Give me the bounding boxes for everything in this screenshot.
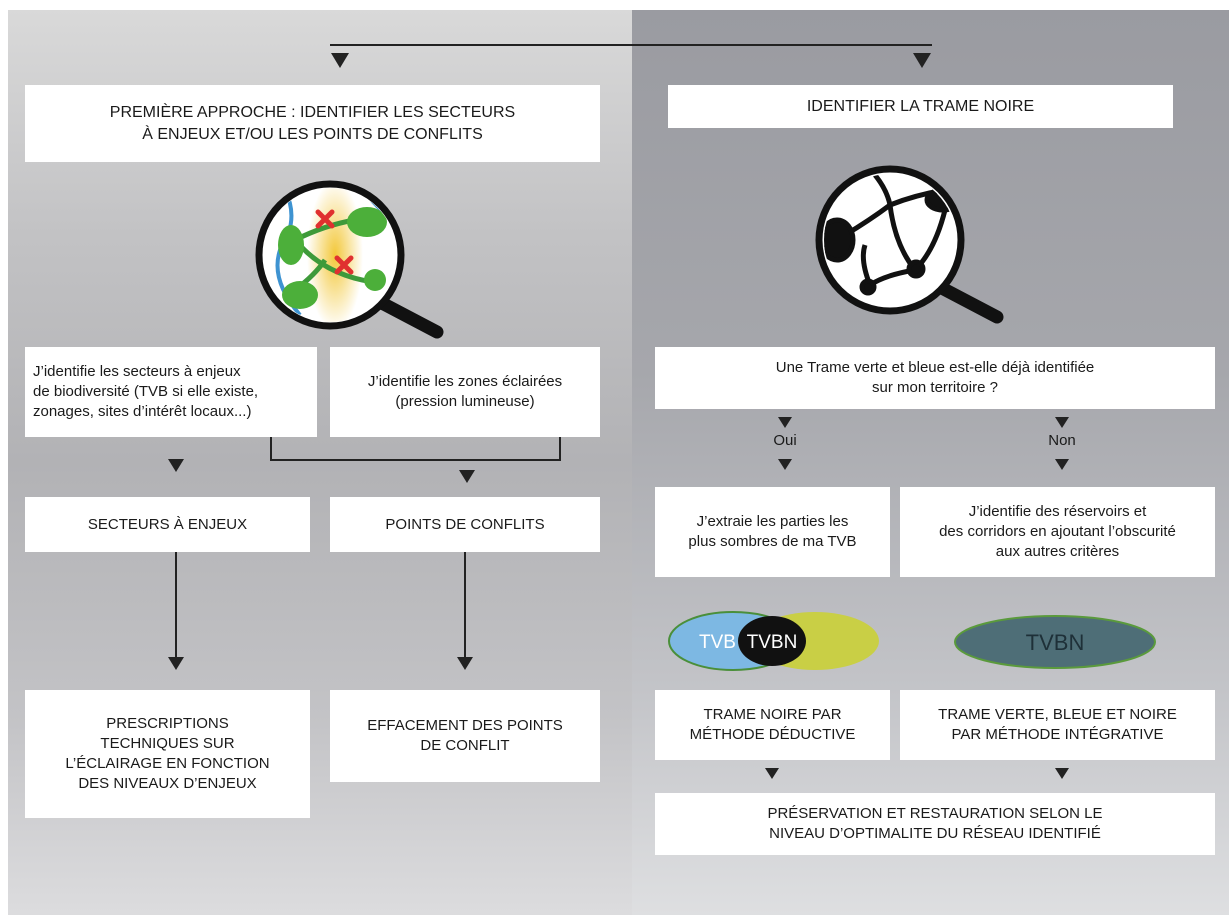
sectors-box: SECTEURS À ENJEUX — [25, 497, 310, 552]
connector-lit-zones-bottom — [270, 459, 561, 461]
venn-tvbn-label: TVBN — [747, 632, 798, 653]
arrow-to-conflicts — [459, 470, 475, 483]
line-conflicts-down — [464, 552, 466, 657]
answer-yes-label: Oui — [773, 432, 797, 449]
right-title-box: IDENTIFIER LA TRAME NOIRE — [668, 85, 1173, 128]
arrow-to-sectors — [168, 459, 184, 472]
arrow-no-bottom — [1055, 459, 1069, 470]
question-box: Une Trame verte et bleue est-elle déjà i… — [655, 347, 1215, 409]
arrow-to-erasure — [457, 657, 473, 670]
arrow-deductive-down — [765, 768, 779, 779]
top-connector-line — [330, 44, 932, 46]
venn-tvb-label: TVB — [699, 632, 736, 653]
arrow-to-prescriptions — [168, 657, 184, 670]
magnifier-green-network-icon — [255, 180, 444, 339]
extract-box: J’extraie les parties les plus sombres d… — [655, 487, 890, 577]
connector-lit-zones-right — [559, 437, 561, 460]
ellipse-tvbn-label: TVBN — [1026, 630, 1085, 655]
integrative-box: TRAME VERTE, BLEUE ET NOIRE PAR MÉTHODE … — [900, 690, 1215, 760]
arrow-left-approach — [331, 53, 349, 68]
prescriptions-box: PRESCRIPTIONS TECHNIQUES SUR L’ÉCLAIRAGE… — [25, 690, 310, 818]
deductive-box: TRAME NOIRE PAR MÉTHODE DÉDUCTIVE — [655, 690, 890, 760]
line-sectors-down — [175, 552, 177, 657]
conflicts-box: POINTS DE CONFLITS — [330, 497, 600, 552]
arrow-yes-top — [778, 417, 792, 428]
reservoirs-box: J’identifie des réservoirs et des corrid… — [900, 487, 1215, 577]
approach-title-box: PREMIÈRE APPROCHE : IDENTIFIER LES SECTE… — [25, 85, 600, 162]
arrow-integrative-down — [1055, 768, 1069, 779]
preservation-box: PRÉSERVATION ET RESTAURATION SELON LE NI… — [655, 793, 1215, 855]
lit-zones-box: J’identifie les zones éclairées (pressio… — [330, 347, 600, 437]
right-panel-background — [632, 10, 1229, 915]
answer-no-label: Non — [1048, 432, 1076, 449]
arrow-yes-bottom — [778, 459, 792, 470]
biodiversity-sectors-box: J’identifie les secteurs à enjeux de bio… — [25, 347, 317, 437]
magnifier-black-network-icon — [815, 165, 1004, 324]
tvb-tvbn-venn-diagram: TVB TVBN — [668, 611, 879, 671]
erasure-box: EFFACEMENT DES POINTS DE CONFLIT — [330, 690, 600, 782]
connector-lit-zones — [270, 437, 272, 460]
arrow-right-approach — [913, 53, 931, 68]
arrow-no-top — [1055, 417, 1069, 428]
tvbn-ellipse: TVBN — [954, 615, 1156, 669]
